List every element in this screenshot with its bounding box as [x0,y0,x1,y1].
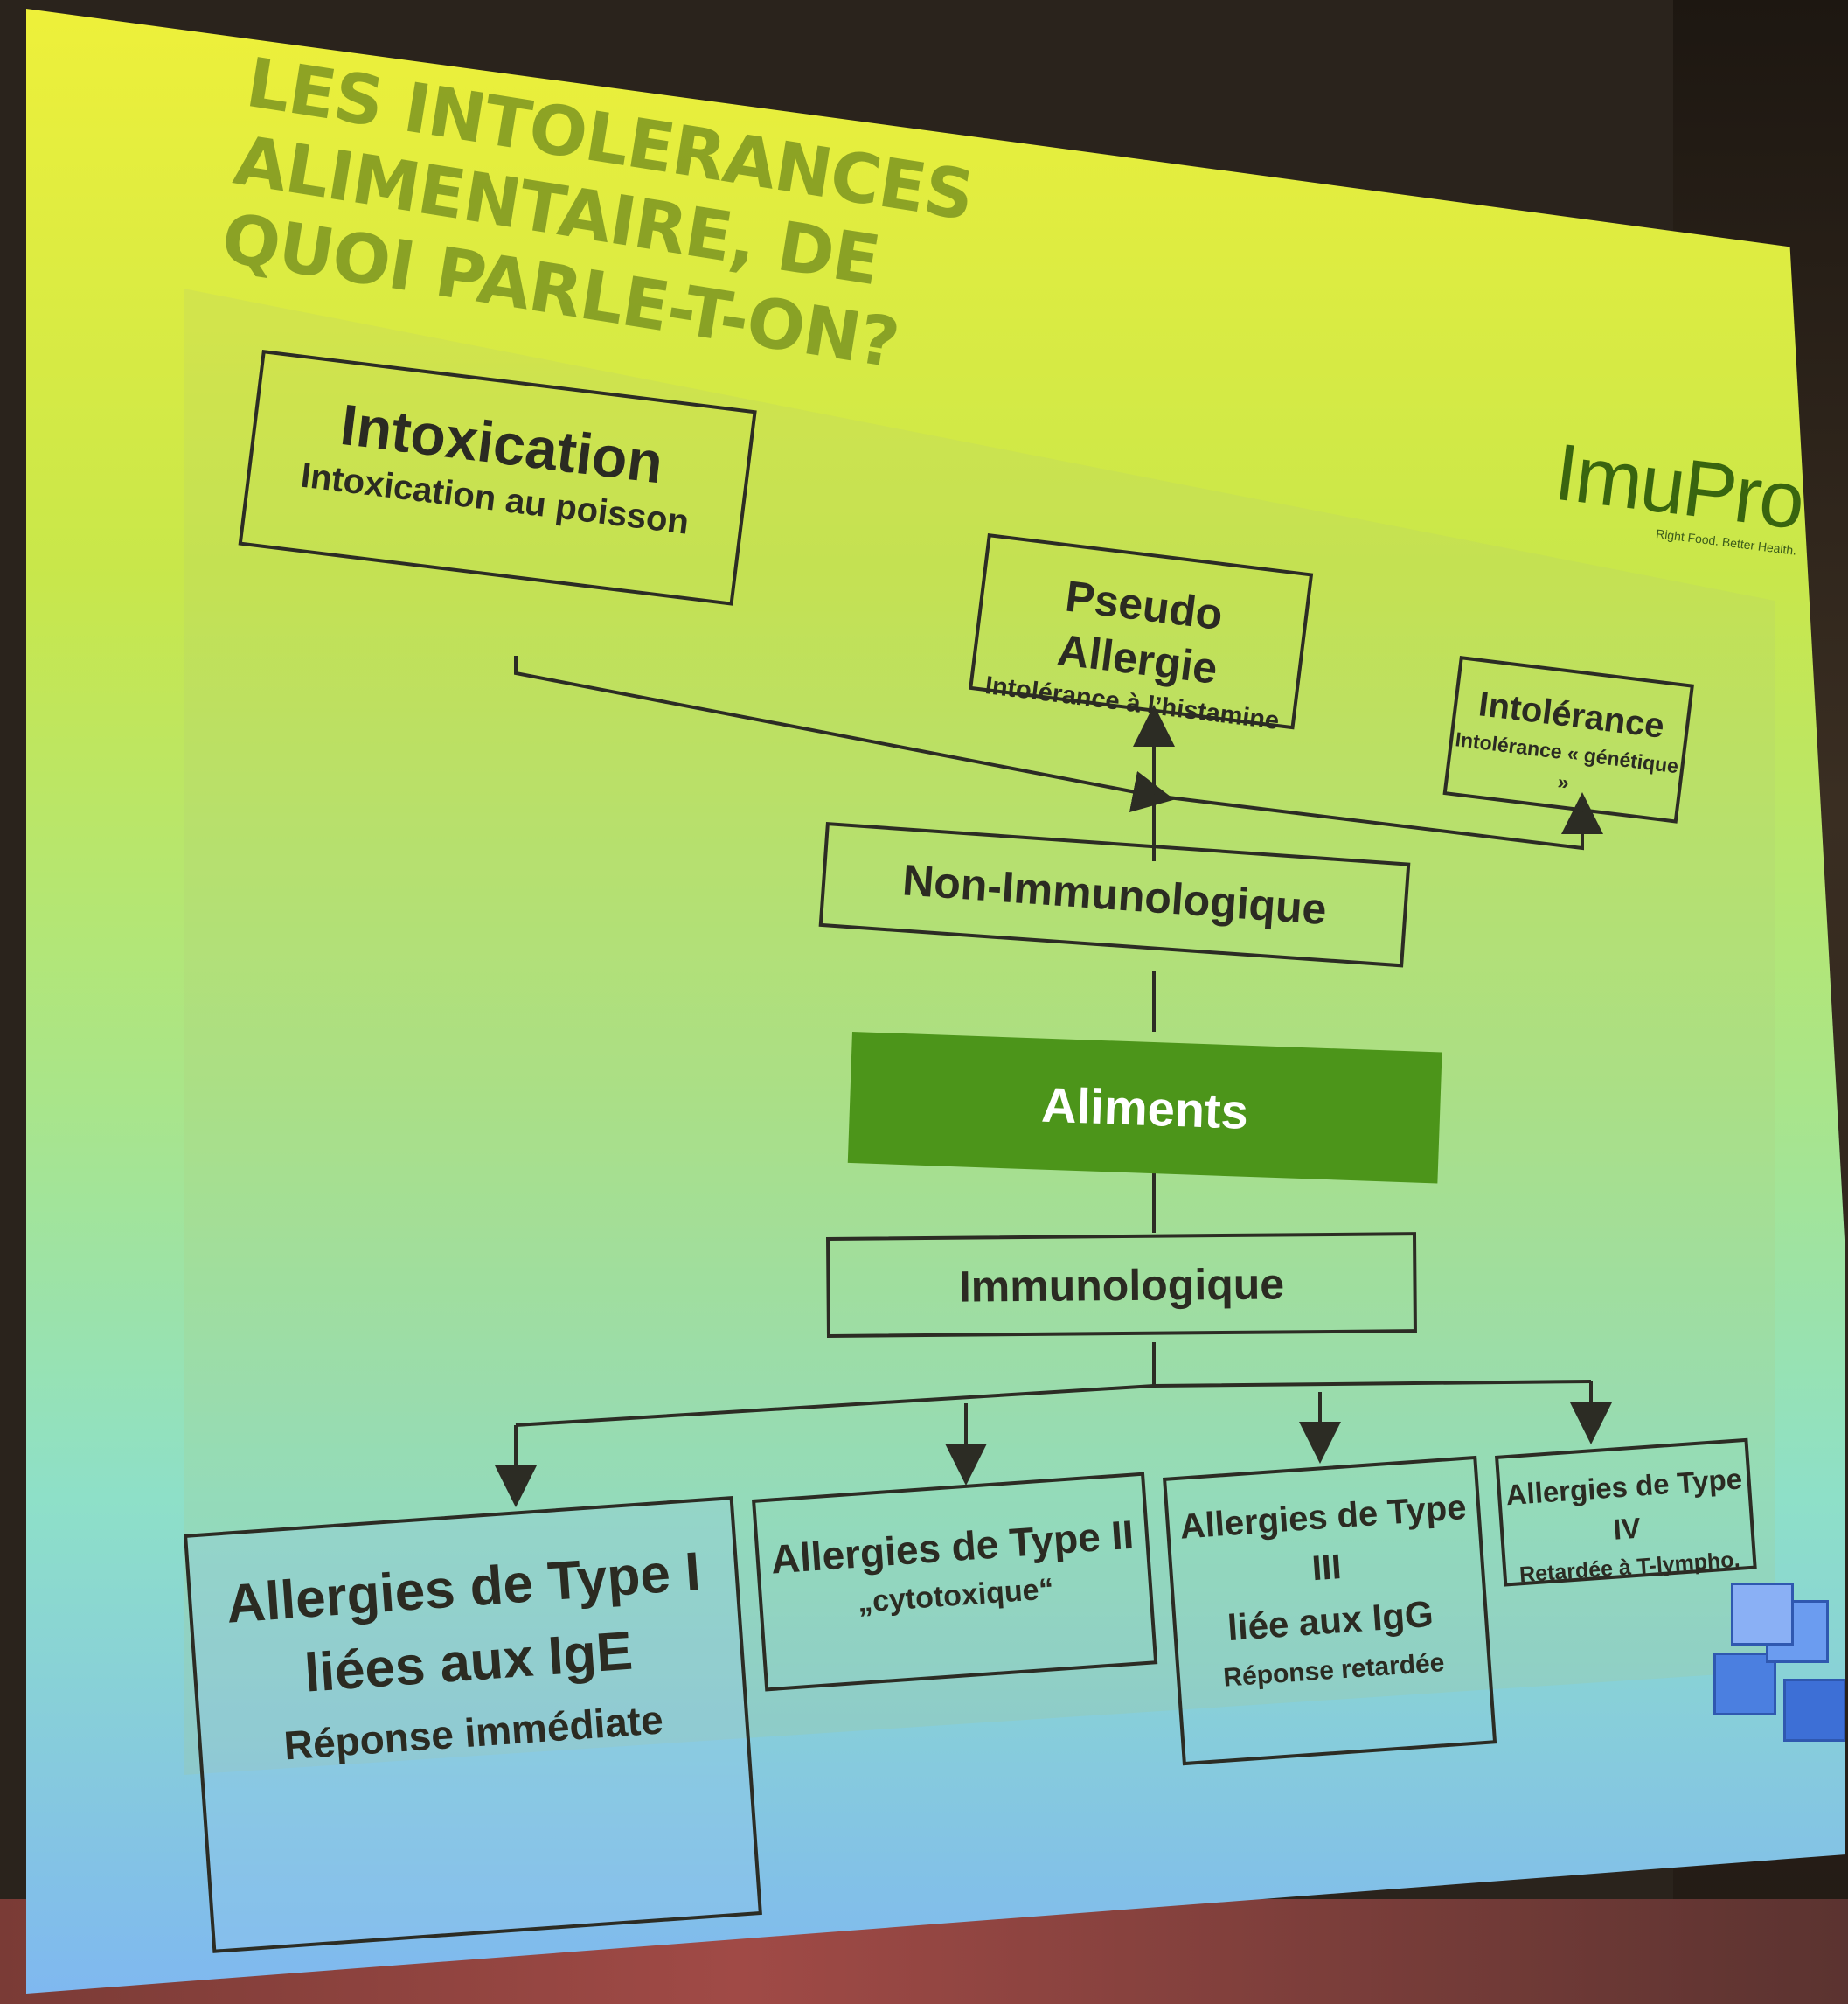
node-allergie-type-4: Allergies de Type IV Retardée à T-lympho… [1495,1437,1757,1587]
node-aliments: Aliments [847,1032,1442,1184]
connector-to-intolerance [1153,792,1603,851]
projection-screen: LES INTOLERANCES ALIMENTAIRE, DE QUOI PA… [26,9,1845,1994]
connector-lines [495,656,1612,1507]
node-aliments-title: Aliments [1040,1076,1249,1139]
node-allergie-type-1: Allergies de Type I liées aux IgE Répons… [184,1496,762,1953]
node-non-immunologique-title: Non-Immunologique [900,855,1329,935]
node-allergie-type-3: Allergies de Type III liée aux IgG Répon… [1163,1455,1497,1766]
node-allergie-type-2: Allergies de Type II „cytotoxique“ [752,1472,1158,1692]
connector-to-intoxication [514,656,1175,813]
node-immunologique-title: Immunologique [958,1258,1285,1312]
node-immunologique: Immunologique [826,1232,1417,1338]
connector-bottom-bar [515,1380,1592,1427]
node-intolerance: Intolérance Intolérance « génétique » [1442,656,1694,824]
